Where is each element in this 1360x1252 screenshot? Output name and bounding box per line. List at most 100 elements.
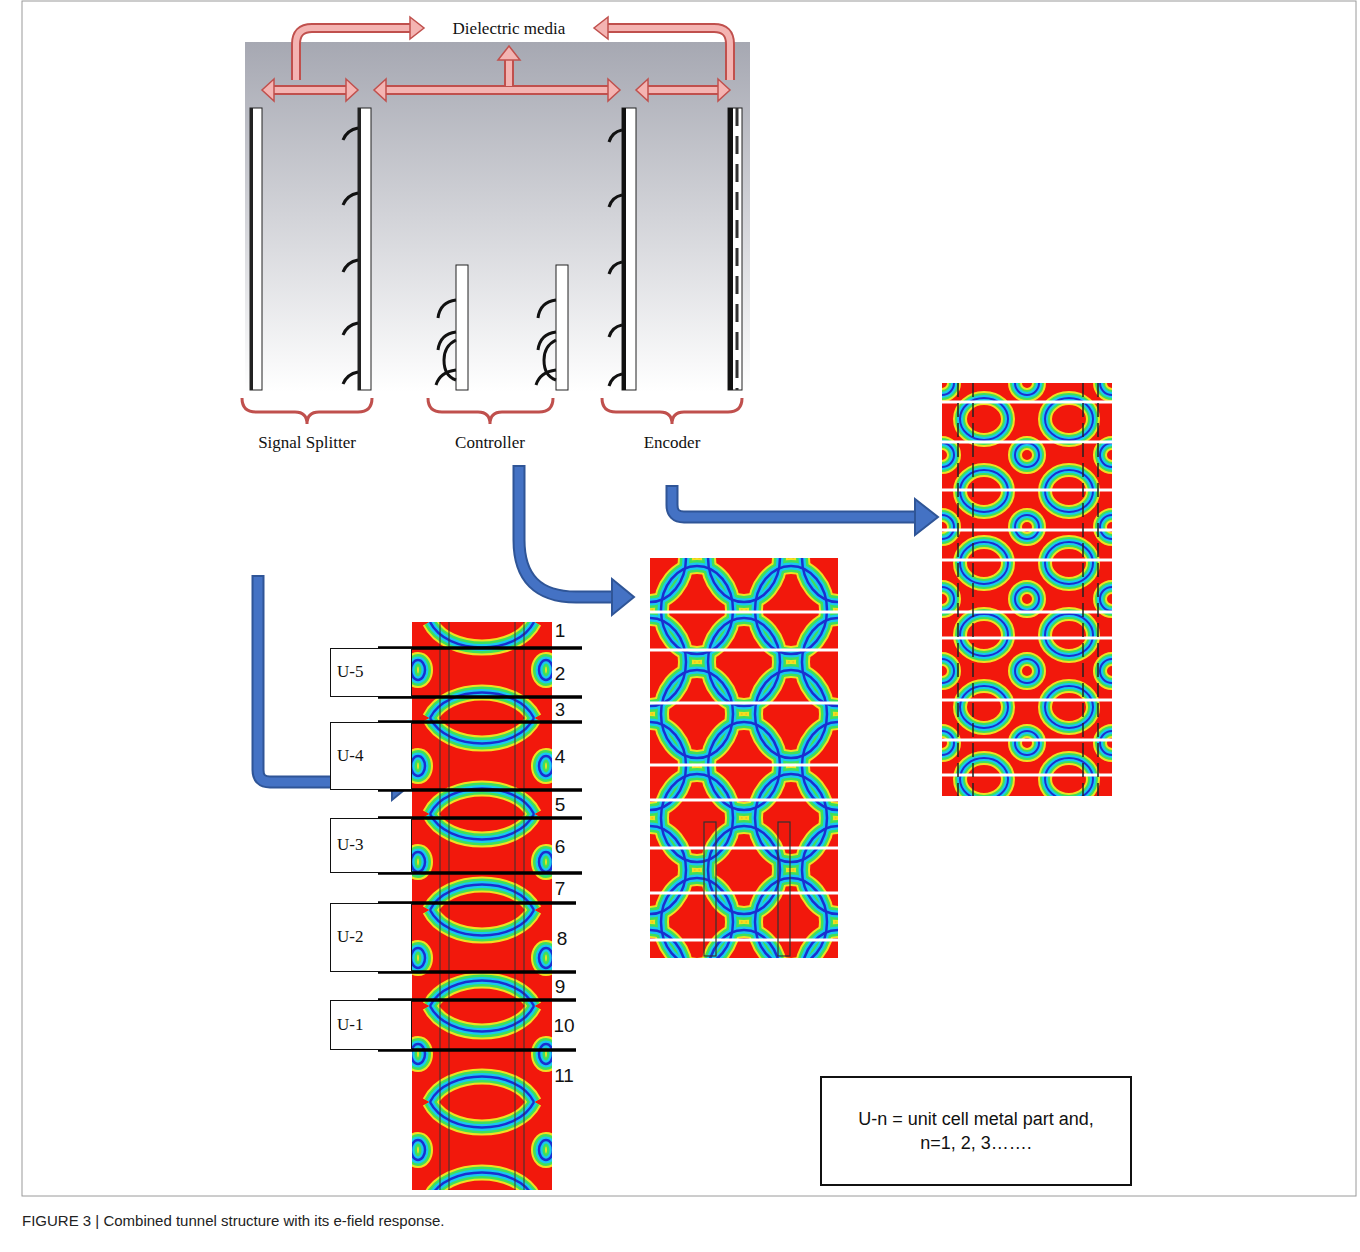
encoder-field-plot-part-part [942, 559, 1112, 562]
result-arrows-part-part [672, 487, 919, 517]
unit-cell-label: U-4 [337, 745, 363, 768]
unit-cell-box: U-2 [330, 903, 412, 972]
unit-cell-box: U-3 [330, 818, 412, 873]
dielectric-arrows-part-part [646, 87, 720, 93]
controller-field-plot-part-part [650, 799, 838, 802]
encoder-plates-part [622, 108, 636, 390]
figure-frame [22, 1, 1356, 1196]
group-label: Encoder [644, 434, 701, 451]
dielectric-arrows [262, 17, 730, 101]
callout-number: 10 [553, 1016, 574, 1035]
encoder-plates-part-part [609, 262, 622, 274]
controller-field-plot-part-part [704, 822, 716, 956]
controller-plates-part [556, 265, 568, 390]
dielectric-arrows-part-part [384, 85, 610, 95]
unit-cell-box: U-4 [330, 722, 412, 790]
dielectric-arrows-part-part [262, 79, 274, 101]
encoder-field-plot-part-part [957, 383, 959, 796]
splitter-plates-part-part [343, 260, 358, 272]
unit-cell-label: U-1 [337, 1014, 363, 1037]
dielectric-arrows-part-part [646, 85, 720, 95]
splitter-plates-part [358, 108, 371, 390]
encoder-field-plot-part-part [942, 699, 1112, 702]
result-arrows-part-part [915, 499, 938, 535]
encoder-plates-part-part [609, 374, 622, 386]
dielectric-arrows-part-part [636, 79, 648, 101]
dielectric-arrows-part-part [606, 28, 730, 80]
dielectric-arrows-part [262, 17, 730, 101]
dielectric-arrows-part-part [504, 58, 514, 90]
encoder-field-plot-part [958, 383, 1098, 796]
region-label: Dielectric media [453, 20, 566, 37]
encoder-field-plot-part-part [942, 774, 1112, 777]
dielectric-arrows-part-part [606, 28, 730, 80]
group-braces-part [242, 398, 372, 424]
splitter-field-plot-part [440, 622, 524, 1190]
encoder-field-plot-part-part [942, 611, 1112, 614]
dielectric-arrows-part [272, 28, 730, 90]
legend-note-box: U-n = unit cell metal part and, n=1, 2, … [820, 1076, 1132, 1186]
encoder-plates-part [736, 108, 739, 390]
encoder-plates-part-part [609, 195, 622, 207]
controller-plates-part-part [538, 300, 556, 318]
dielectric-arrows-part-part [272, 85, 348, 95]
controller-plates-part [456, 265, 468, 390]
encoder-field-plot-part-part [942, 739, 1112, 742]
dielectric-arrows-part-part [506, 58, 512, 86]
controller-field-plot-part [650, 558, 838, 958]
callout-number: 11 [554, 1066, 574, 1085]
splitter-plates-part [250, 108, 262, 390]
callout-number: 2 [555, 664, 566, 683]
controller-plates-part-part [536, 370, 556, 385]
encoder-field-plot [942, 383, 1112, 796]
unit-cell-box: U-1 [330, 1000, 412, 1050]
figure-caption: FIGURE 3 | Combined tunnel structure wit… [22, 1212, 1342, 1229]
splitter-field-plot-part-part [524, 622, 525, 1190]
unit-cell-box: U-5 [330, 648, 412, 697]
encoder-plates-part-part [609, 325, 622, 337]
splitter-field-plot-part-part [449, 622, 450, 1190]
controller-plates [436, 265, 568, 390]
encoder-field-plot-part-part [972, 383, 974, 796]
controller-field-plot-part-part [650, 702, 838, 705]
callout-number: 4 [555, 747, 566, 766]
splitter-field-plot-part-part [515, 622, 516, 1190]
callout-number: 3 [555, 701, 565, 719]
controller-plates-part-part [436, 370, 456, 385]
encoder-plates-part-part [609, 130, 622, 142]
encoder-field-plot-part [942, 402, 1112, 775]
encoder-field-plot-part-part [1097, 383, 1099, 796]
result-arrows-part-part [612, 579, 634, 615]
controller-field-plot-part-part [650, 764, 838, 767]
callout-number: 5 [555, 795, 566, 814]
splitter-plates-part-part [343, 193, 358, 205]
controller-field-plot [650, 558, 838, 958]
splitter-plates-part [358, 108, 361, 390]
controller-field-plot-part [650, 612, 838, 940]
controller-field-plot-part-part [650, 847, 838, 850]
result-arrows-part-part [672, 485, 917, 517]
encoder-field-plot-part-part [942, 441, 1112, 444]
dielectric-arrows-part-part [410, 17, 424, 39]
group-braces-part [602, 398, 742, 424]
group-label: Controller [455, 434, 525, 451]
unit-cell-label: U-3 [337, 834, 363, 857]
controller-field-plot-part [704, 822, 790, 956]
controller-field-plot-part-part [650, 649, 838, 652]
group-label: Signal Splitter [258, 434, 356, 451]
callout-number: 6 [555, 837, 566, 856]
dielectric-arrows-part-part [296, 28, 412, 80]
group-braces [242, 398, 742, 424]
callout-number: 9 [555, 977, 566, 996]
splitter-field-plot-part-part [440, 622, 441, 1190]
encoder-plates-part [609, 130, 622, 386]
encoder-plates-part [728, 108, 742, 390]
splitter-plates-part [343, 128, 358, 384]
splitter-plates [250, 108, 371, 390]
dielectric-arrows-part-part [498, 46, 520, 60]
group-braces-part [428, 398, 553, 424]
callout-number: 7 [555, 879, 566, 898]
dielectric-arrows-part-part [296, 28, 412, 80]
controller-field-plot-part-part [650, 892, 838, 895]
